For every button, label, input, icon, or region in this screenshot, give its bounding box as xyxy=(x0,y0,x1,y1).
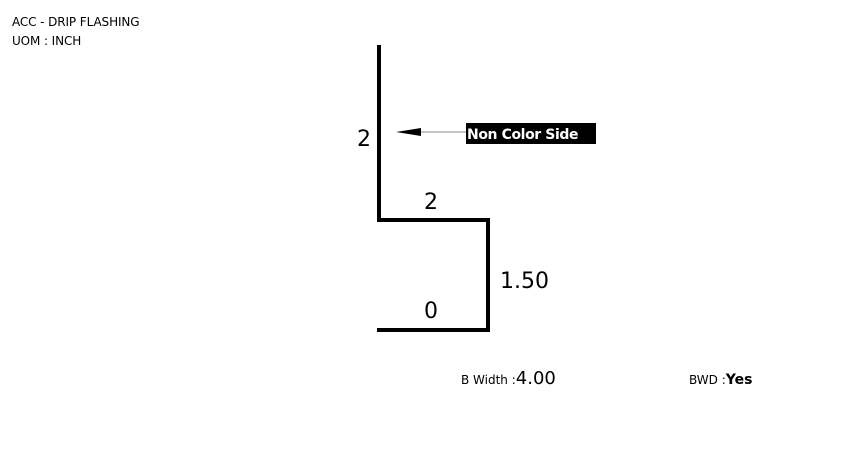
annotation-label-background xyxy=(466,123,596,144)
annotation-label: Non Color Side xyxy=(467,127,578,143)
segment-label-vertical-bottom: 1.50 xyxy=(500,269,549,294)
segment-label-horizontal-bottom: 0 xyxy=(424,299,438,324)
bwidth-label: B Width : xyxy=(461,373,516,387)
unit-of-measure: UOM : INCH xyxy=(12,34,82,48)
bwd-field: BWD :Yes xyxy=(689,369,752,388)
bwd-value: Yes xyxy=(725,372,753,388)
bwidth-field: B Width :4.00 xyxy=(461,368,556,389)
header: ACC - DRIP FLASHING UOM : INCH xyxy=(12,13,140,51)
bwidth-value: 4.00 xyxy=(515,368,556,389)
segment-label-vertical-top: 2 xyxy=(357,127,371,152)
bwd-label: BWD : xyxy=(689,373,726,387)
segment-label-horizontal-middle: 2 xyxy=(424,190,438,215)
flashing-profile-line xyxy=(377,45,490,332)
arrow-head-icon xyxy=(396,128,421,136)
part-title: ACC - DRIP FLASHING xyxy=(12,15,140,29)
